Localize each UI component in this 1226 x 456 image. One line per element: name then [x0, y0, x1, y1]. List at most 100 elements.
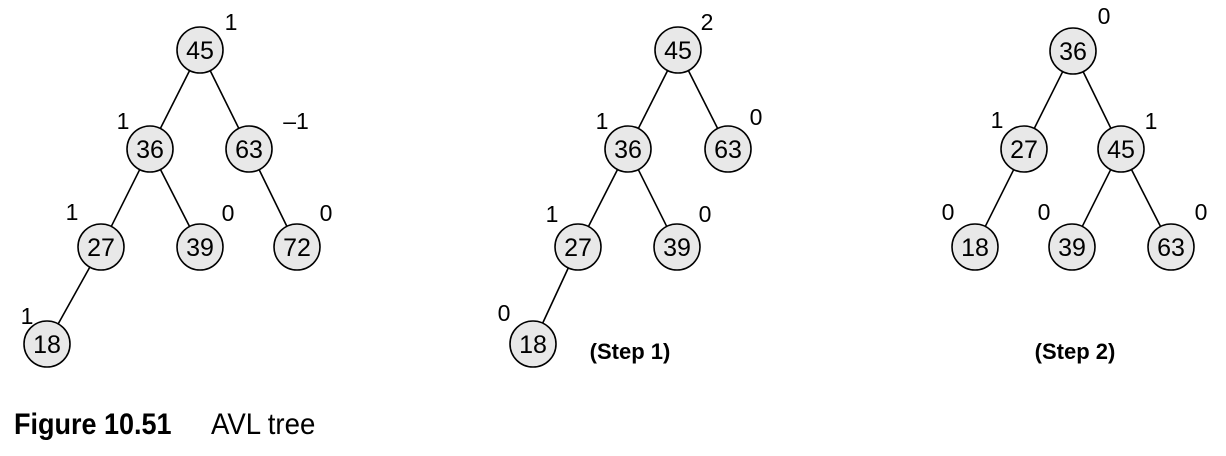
node-circle: [654, 26, 702, 74]
figure-title: AVL tree: [211, 408, 316, 441]
balance-factor: 1: [1145, 108, 1158, 134]
node-circle: [1000, 125, 1048, 173]
balance-factor: 0: [750, 104, 763, 130]
tree-node: 361: [596, 108, 652, 173]
node-value: 45: [186, 37, 214, 65]
tree-edge: [687, 70, 719, 129]
tree-node: 45 1: [1097, 108, 1158, 173]
figure-caption: Figure 10.51 AVL tree: [14, 408, 325, 442]
tree-node: 39 0: [176, 200, 235, 271]
step-label: (Step 2): [1035, 339, 1116, 364]
tree-edge: [110, 169, 141, 227]
tree-node: 45 2: [654, 9, 714, 74]
tree-node: 36 0: [1049, 3, 1111, 75]
balance-factor: 0: [1195, 199, 1208, 225]
tree-node: 45 1: [176, 9, 238, 74]
node-value: 27: [564, 234, 592, 262]
nodes-layer: 45136163–1271390720181452361630271390180…: [21, 3, 1208, 368]
balance-factor: 1: [546, 201, 559, 227]
node-value: 36: [614, 136, 642, 164]
node-circle: [77, 223, 125, 271]
figure-number: Figure 10.51: [14, 408, 172, 441]
node-circle: [509, 320, 557, 368]
node-circle: [126, 125, 174, 173]
balance-factor: 1: [66, 199, 79, 225]
tree-node: 72 0: [273, 200, 333, 271]
node-value: 18: [33, 331, 61, 359]
node-value: 18: [519, 331, 547, 359]
balance-factor: 0: [498, 300, 511, 326]
node-value: 39: [1058, 234, 1086, 262]
balance-factor: 1: [117, 108, 130, 134]
balance-factor: 0: [942, 199, 955, 225]
tree-node: 63 0: [704, 104, 763, 173]
tree-node: 180: [942, 199, 999, 271]
node-circle: [1048, 223, 1096, 271]
balance-factor: 0: [320, 200, 333, 226]
node-circle: [273, 223, 321, 271]
tree-edge: [159, 169, 191, 227]
node-value: 39: [663, 234, 691, 262]
tree-node: 271: [991, 107, 1048, 173]
node-value: 63: [235, 136, 263, 164]
balance-factor: 1: [225, 9, 238, 35]
tree-node: 361: [117, 108, 174, 173]
tree-edge: [258, 169, 288, 227]
balance-factor: 1: [21, 303, 34, 329]
labels-layer: (Step 1) (Step 2): [590, 339, 1116, 364]
node-value: 36: [136, 136, 164, 164]
node-value: 39: [186, 234, 214, 262]
node-value: 27: [87, 234, 115, 262]
node-circle: [176, 223, 224, 271]
balance-factor: 0: [699, 201, 712, 227]
node-value: 18: [961, 234, 989, 262]
node-value: 36: [1059, 38, 1087, 66]
tree-edge: [637, 70, 669, 129]
node-value: 45: [664, 37, 692, 65]
node-circle: [604, 125, 652, 173]
balance-factor: 0: [1038, 199, 1051, 225]
tree-node: 63 –1: [225, 108, 309, 173]
tree-edge: [1082, 71, 1112, 129]
balance-factor: 1: [596, 108, 609, 134]
step-label: (Step 1): [590, 339, 671, 364]
tree-edge: [541, 267, 570, 324]
tree-node: 27 1: [66, 199, 125, 271]
tree-edge: [587, 169, 619, 227]
balance-factor: –1: [283, 108, 309, 134]
node-value: 63: [1157, 234, 1185, 262]
node-value: 27: [1010, 136, 1038, 164]
node-value: 63: [714, 136, 742, 164]
node-circle: [1049, 27, 1097, 75]
node-circle: [704, 125, 752, 173]
node-circle: [554, 223, 602, 271]
tree-edge: [1130, 169, 1162, 227]
tree-edge: [984, 169, 1015, 227]
tree-node: 39 0: [653, 201, 712, 271]
balance-factor: 1: [991, 107, 1004, 133]
node-circle: [653, 223, 701, 271]
tree-edge: [57, 266, 91, 325]
tree-edge: [637, 169, 668, 227]
balance-factor: 0: [1098, 3, 1111, 29]
node-circle: [225, 125, 273, 173]
tree-edge: [1033, 71, 1064, 129]
tree-node: 181: [21, 303, 71, 368]
tree-node: 39 0: [1038, 199, 1096, 271]
node-circle: [1097, 125, 1145, 173]
node-circle: [23, 320, 71, 368]
node-value: 45: [1107, 136, 1135, 164]
edges-layer: [57, 70, 1162, 325]
tree-node: 63 0: [1147, 199, 1208, 271]
balance-factor: 2: [701, 9, 714, 35]
tree-node: 18 0: [498, 300, 557, 368]
node-value: 72: [283, 234, 311, 262]
balance-factor: 0: [222, 200, 235, 226]
tree-edge: [1081, 169, 1112, 227]
node-circle: [951, 223, 999, 271]
tree-edge: [209, 70, 240, 129]
tree-node: 271: [546, 201, 602, 271]
node-circle: [176, 26, 224, 74]
node-circle: [1147, 223, 1195, 271]
